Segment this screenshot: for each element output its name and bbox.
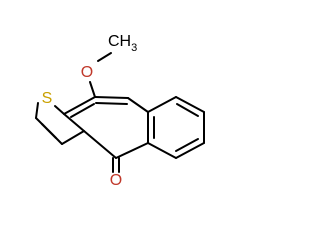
bond-benz-a xyxy=(147,96,177,113)
atom-o-methoxy: O xyxy=(81,64,93,81)
bond-cvinyl-benz xyxy=(127,97,149,113)
bonds xyxy=(35,52,205,173)
atom-labels: O CH3 S O xyxy=(42,33,138,189)
bond-benz-e xyxy=(147,142,177,159)
bond-c1-cmethoxy xyxy=(63,96,96,115)
bond-benz-b xyxy=(175,96,205,113)
bond-cvinyl-cvinyl-double xyxy=(95,102,128,105)
atom-methyl-main: CH xyxy=(108,33,131,50)
bond-o-methyl xyxy=(97,52,112,62)
bond-benz-d-double xyxy=(175,138,199,152)
bond-s-c1 xyxy=(54,105,65,115)
bond-carbonyl-benz xyxy=(115,142,149,159)
molecule-diagram: O CH3 S O xyxy=(35,33,205,189)
structure-canvas: O CH3 S O xyxy=(35,33,205,190)
bond-c4-c1 xyxy=(63,113,85,132)
bond-cmethoxy-cvinyl xyxy=(94,96,129,99)
bond-o-ring xyxy=(89,81,96,98)
bond-benz-d xyxy=(175,142,205,159)
atom-methyl: CH3 xyxy=(108,33,137,54)
bond-s-c2 xyxy=(35,102,39,119)
bond-c4-carbonyl xyxy=(83,130,117,159)
bond-benz-b-double xyxy=(176,103,199,117)
atom-methyl-sub: 3 xyxy=(131,42,137,54)
bond-c2-c3-double xyxy=(41,123,57,139)
bond-c3-c4 xyxy=(61,130,85,145)
atom-sulfur: S xyxy=(42,90,53,107)
atom-o-carbonyl: O xyxy=(110,172,122,189)
bond-c1-cmethoxy-double xyxy=(70,103,95,118)
